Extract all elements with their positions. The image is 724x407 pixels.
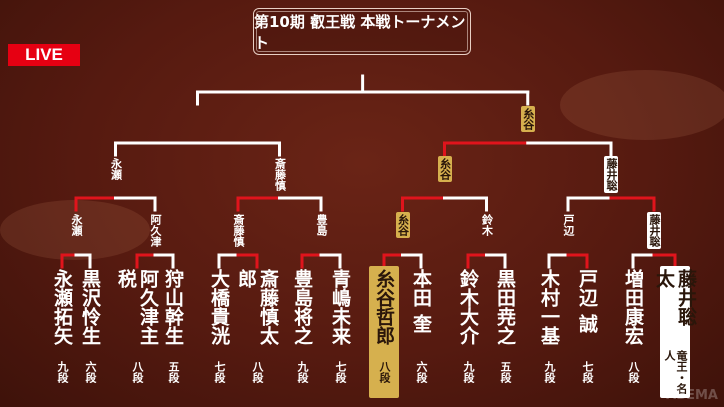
page-title: 第10期 叡王戦 本戦トーナメント <box>253 8 471 55</box>
match-winner-label: 永瀬 <box>70 214 83 236</box>
match-winner-label: 豊島 <box>315 214 328 236</box>
player-rank: 九段 <box>296 361 309 383</box>
player-name: 大橋貴洸 <box>208 269 230 345</box>
player-rank: 五段 <box>499 361 512 383</box>
player-rank: 九段 <box>56 361 69 383</box>
player-rank: 七段 <box>581 361 594 383</box>
match-winner-label: 斎藤慎 <box>273 158 287 191</box>
match-winner-label: 糸谷 <box>520 106 535 132</box>
player-rank: 八段 <box>627 361 640 383</box>
player-name: 永瀬拓矢 <box>51 269 73 345</box>
player-rank: 六段 <box>415 361 428 383</box>
match-winner-label: 戸辺 <box>562 214 575 236</box>
player-rank: 九段 <box>543 361 556 383</box>
match-winner-label: 糸谷 <box>395 212 410 238</box>
player-card: 増田康宏八段 <box>618 266 648 398</box>
player-name: 豊島将之 <box>291 269 313 345</box>
player-card: 藤井聡太竜王・名人 <box>653 266 697 398</box>
player-name: 青嶋未来 <box>329 269 351 345</box>
player-card: 本田 奎六段 <box>406 266 436 398</box>
match-winner-label: 糸谷 <box>437 156 452 182</box>
match-winner-label: 鈴木 <box>480 214 494 236</box>
player-card: 永瀬拓矢九段 <box>47 266 77 398</box>
player-name: 糸谷哲郎 <box>373 269 395 345</box>
match-winner-label: 斎藤慎 <box>232 214 245 247</box>
match-winner-label: 藤井聡 <box>647 212 661 249</box>
player-name: 鈴木大介 <box>457 269 479 345</box>
player-card: 黒田尭之五段 <box>490 266 520 398</box>
player-card: 糸谷哲郎八段 <box>369 266 399 398</box>
player-rank: 六段 <box>84 361 97 383</box>
player-rank: 九段 <box>462 361 475 383</box>
player-name: 狩山幹生 <box>162 269 184 345</box>
player-name: 黒田尭之 <box>494 269 516 345</box>
player-name: 黒沢怜生 <box>79 269 101 345</box>
player-name: 阿久津主税 <box>115 269 159 345</box>
player-rank: 五段 <box>167 361 180 383</box>
player-card: 戸辺 誠七段 <box>572 266 602 398</box>
live-badge: LIVE <box>8 44 80 66</box>
player-card: 大橋貴洸七段 <box>204 266 234 398</box>
player-card: 鈴木大介九段 <box>453 266 483 398</box>
match-winner-label: 阿久津 <box>149 214 162 247</box>
player-card: 青嶋未来七段 <box>325 266 355 398</box>
player-rank: 七段 <box>213 361 226 383</box>
match-winner-label: 藤井聡 <box>604 156 618 193</box>
pine-decoration-right <box>560 70 724 140</box>
player-card: 豊島将之九段 <box>287 266 317 398</box>
player-name: 斎藤慎太郎 <box>235 269 279 345</box>
player-card: 木村一基九段 <box>534 266 564 398</box>
player-rank: 八段 <box>131 361 144 383</box>
match-winner-label: 永瀬 <box>109 158 123 180</box>
player-rank: 七段 <box>334 361 347 383</box>
player-name: 増田康宏 <box>622 269 644 345</box>
player-name: 木村一基 <box>538 269 560 345</box>
player-card: 黒沢怜生六段 <box>75 266 105 398</box>
player-rank: 竜王・名人 <box>663 350 688 395</box>
player-rank: 八段 <box>251 361 264 383</box>
player-rank: 八段 <box>378 361 391 383</box>
player-card: 阿久津主税八段 <box>115 266 159 398</box>
player-card: 斎藤慎太郎八段 <box>235 266 279 398</box>
abema-watermark: ABEMA <box>666 388 718 403</box>
player-card: 狩山幹生五段 <box>158 266 188 398</box>
player-name: 本田 奎 <box>410 269 432 333</box>
player-name: 戸辺 誠 <box>576 269 598 333</box>
player-name: 藤井聡太 <box>653 269 697 326</box>
